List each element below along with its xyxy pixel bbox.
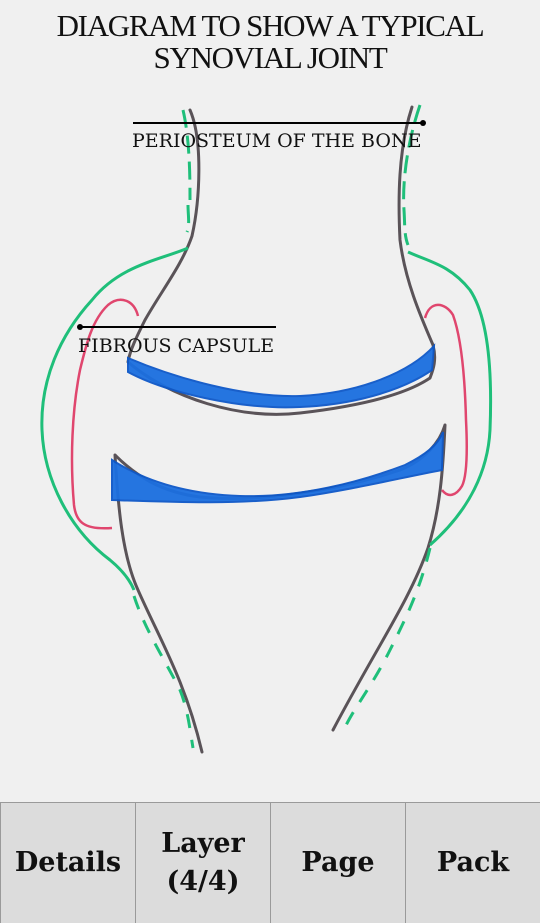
periosteum-capsule-left (40, 246, 189, 591)
pack-button-label: Pack (436, 847, 510, 878)
layer-count: (4/4) (166, 866, 240, 897)
title-line-2: SYNOVIAL JOINT (153, 40, 388, 75)
layer-button[interactable]: Layer (4/4) (136, 803, 271, 923)
details-button[interactable]: Details (0, 803, 136, 923)
label-fibrous-capsule: FIBROUS CAPSULE (78, 335, 275, 357)
label-periosteum: PERIOSTEUM OF THE BONE (132, 130, 422, 152)
periosteum-lower-right (341, 547, 432, 733)
upper-bone-right-outline (397, 105, 437, 380)
lower-bone-left-outline (113, 453, 204, 754)
details-button-label: Details (14, 847, 122, 878)
upper-articular-cartilage (127, 343, 436, 409)
diagram-title: DIAGRAM TO SHOW A TYPICAL SYNOVIAL JOINT (0, 10, 540, 74)
periosteum-upper-right (402, 104, 422, 246)
fibrous-capsule-left (70, 298, 140, 530)
periosteum-leader-dot (420, 120, 426, 126)
periosteum-upper-left (181, 109, 192, 233)
page-button-label: Page (301, 847, 375, 878)
layer-button-label: Layer (161, 828, 245, 859)
fibrous-capsule-right (423, 303, 469, 497)
page-button[interactable]: Page (271, 803, 406, 923)
fibrous-capsule-leader-dot (77, 324, 83, 330)
title-line-1: DIAGRAM TO SHOW A TYPICAL (56, 8, 485, 43)
pack-button[interactable]: Pack (406, 803, 540, 923)
periosteum-capsule-right (407, 250, 493, 547)
lower-articular-cartilage (111, 431, 444, 504)
synovial-joint-diagram (40, 104, 493, 754)
periosteum-lower-left (132, 595, 195, 749)
upper-bone-left-outline (126, 108, 201, 364)
bottom-toolbar: Details Layer (4/4) Page Pack (0, 802, 540, 923)
